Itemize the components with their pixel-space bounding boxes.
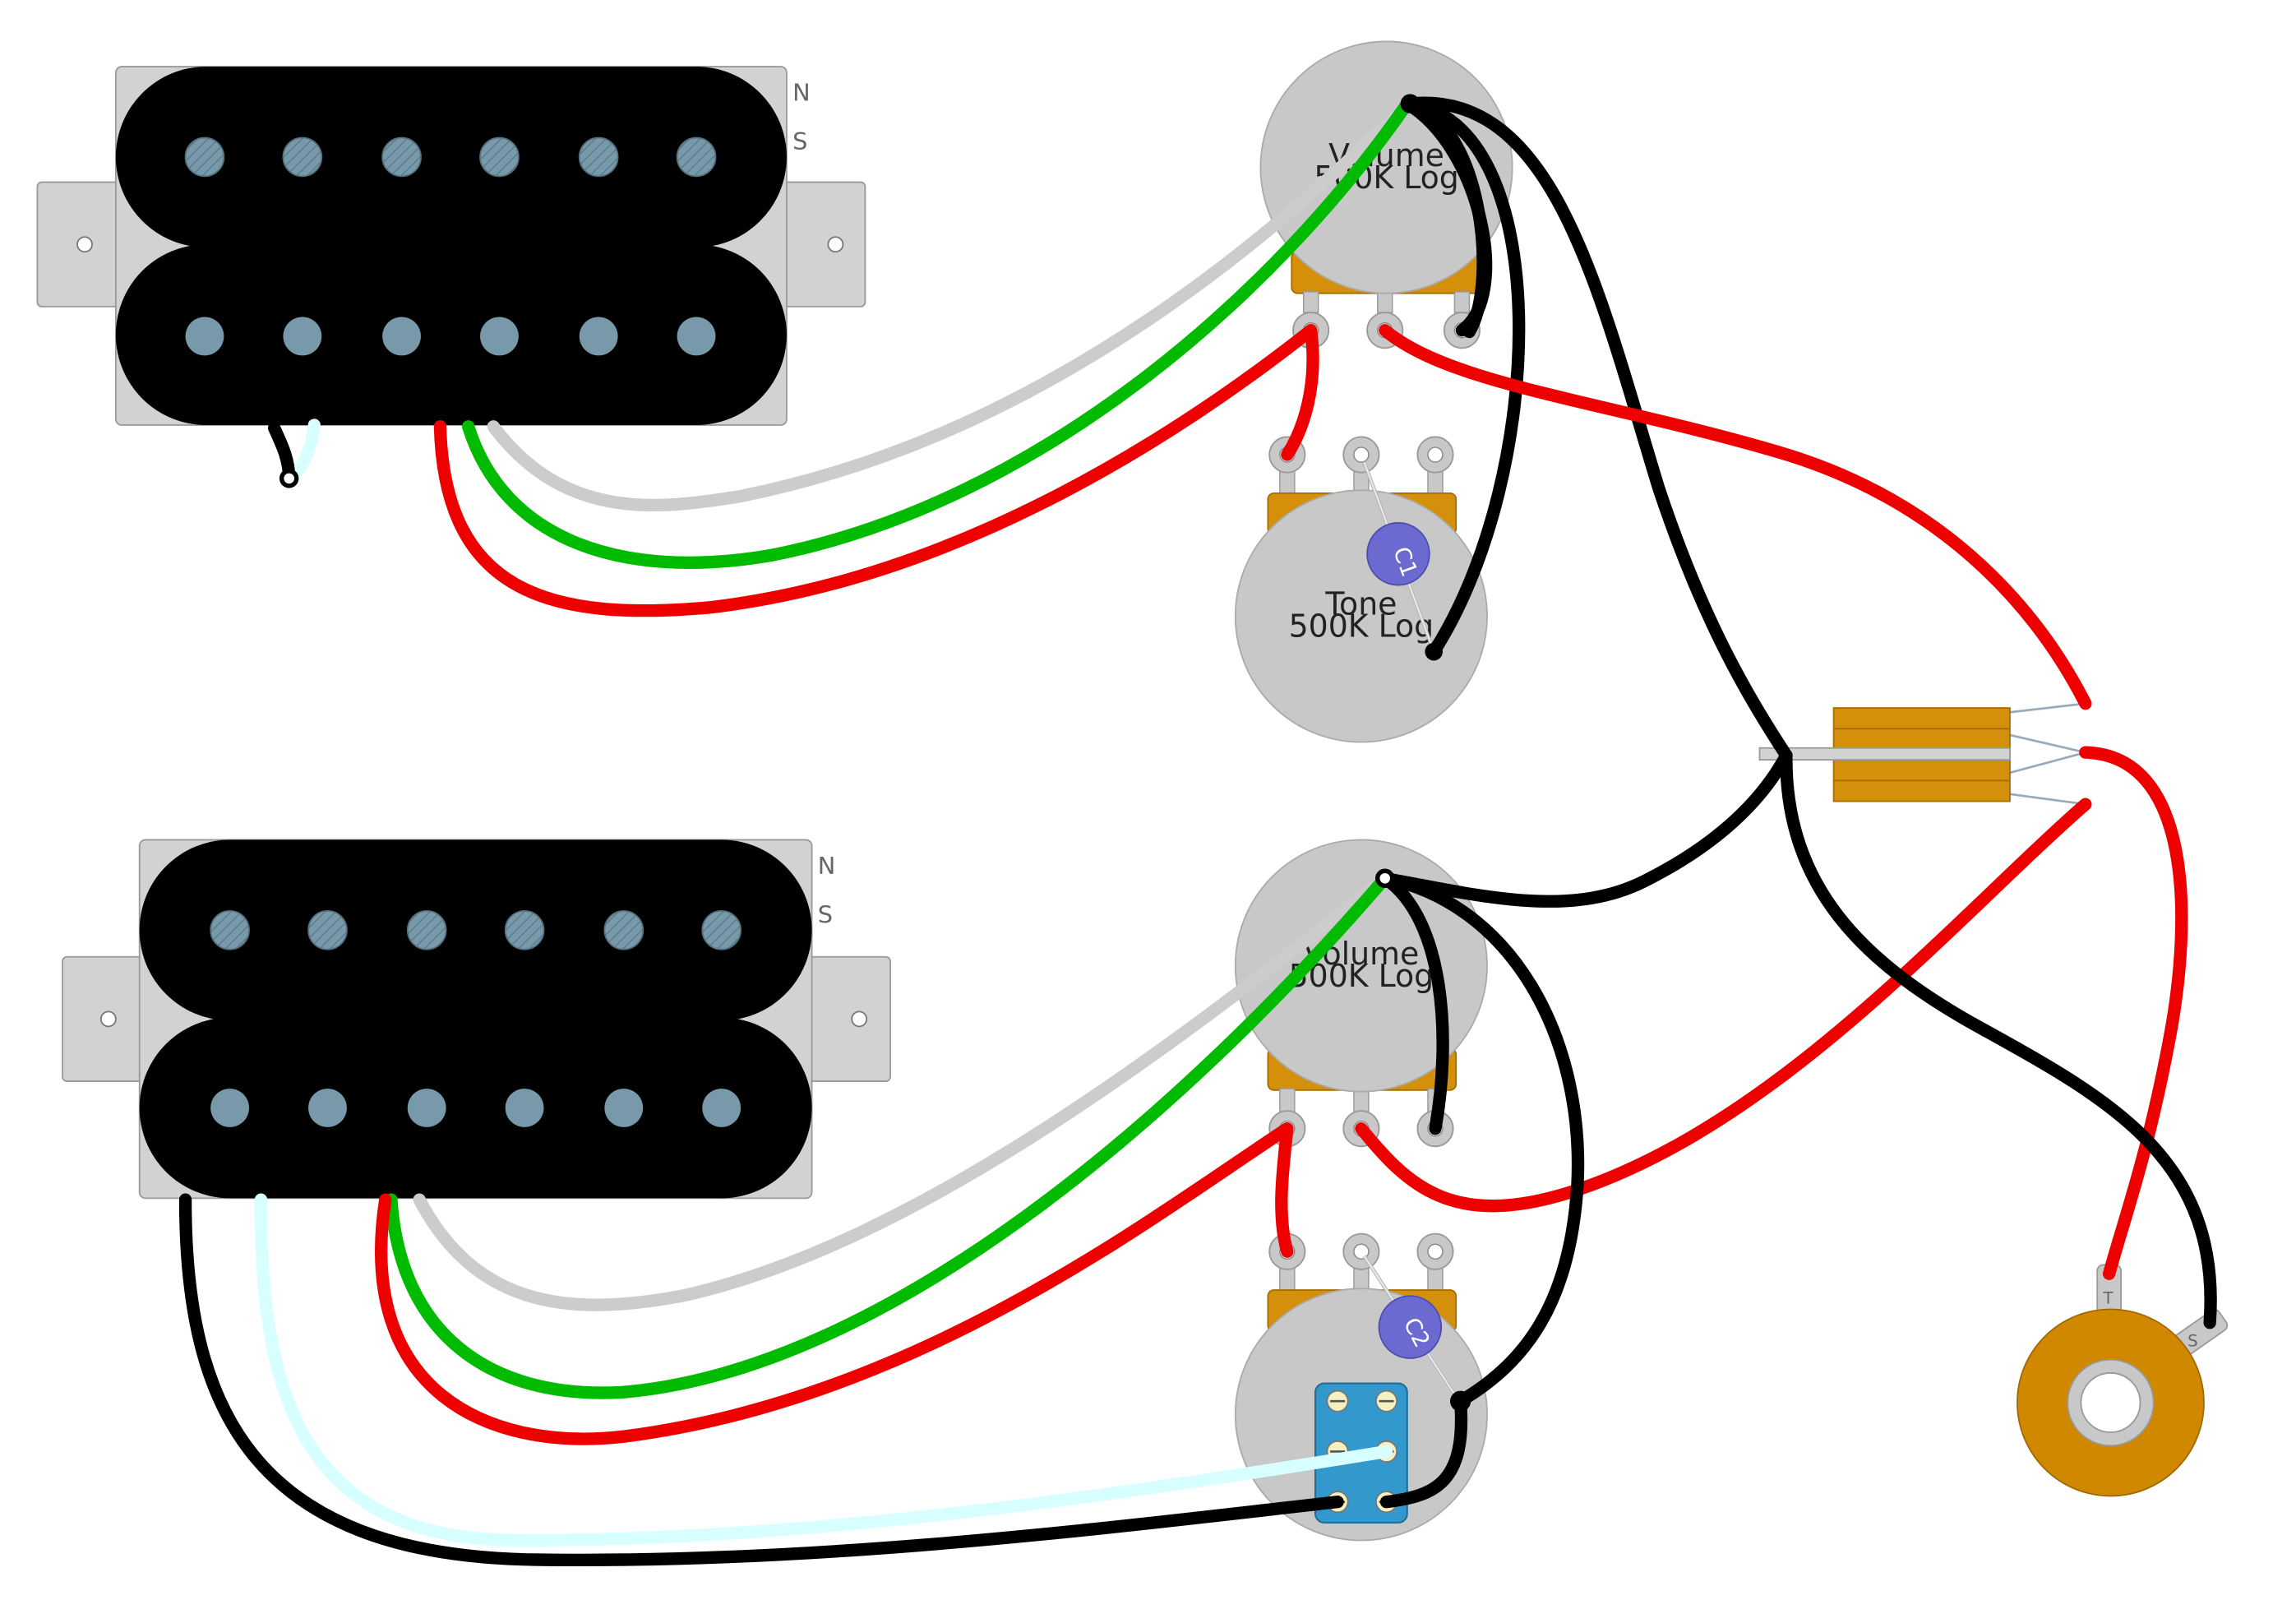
neck-humbucker: N S <box>36 66 866 426</box>
pot-lug-hole <box>1353 1243 1370 1260</box>
bridge-white-wire <box>413 872 1392 1311</box>
capacitor-c2: C2 <box>1362 1255 1461 1403</box>
pole-piece <box>407 1089 446 1127</box>
bridge-pickup-coil-north <box>139 839 812 1021</box>
pot-lug-stem <box>1377 291 1393 313</box>
toggle-common-tab <box>1758 747 2011 761</box>
pole-piece <box>603 909 644 950</box>
bridge-red-wire <box>375 1122 1294 1445</box>
neck-pickup-screw-hole-right <box>827 236 844 253</box>
neck-ground-eyelet <box>279 469 299 488</box>
pole-piece <box>479 136 520 178</box>
capacitor-body <box>1378 1295 1443 1359</box>
bridge-black-wire <box>178 1193 1344 1567</box>
pole-piece <box>283 317 322 356</box>
bridge-pickup-north-label: N <box>818 852 836 880</box>
pot-lug-stem <box>1302 291 1319 313</box>
neck-pickup-screw-hole-left <box>76 236 93 253</box>
toggle-lug-lead <box>2007 702 2086 714</box>
pole-piece <box>701 909 741 950</box>
pot-lug-hole <box>1427 1243 1444 1260</box>
bridge-vol-to-tone-red <box>1275 1122 1294 1258</box>
neck-pickup-coil-south <box>115 244 787 426</box>
wires <box>178 94 2217 1567</box>
bridge-pickup-pole-pieces-screw <box>210 909 741 950</box>
pole-piece <box>282 136 323 178</box>
bridge-pickup-south-label: S <box>818 900 833 928</box>
bridge-vol-ground-wire <box>1379 872 1449 1135</box>
pot-lug-stem <box>1453 291 1471 313</box>
neck-green-wire <box>461 97 1414 569</box>
neck-tone-pot-name: Tone <box>1324 586 1397 622</box>
neck-vol-to-tone-red <box>1281 324 1319 461</box>
neck-pickup-north-label: N <box>792 78 811 106</box>
toggle-to-jack-red <box>2079 746 2188 1280</box>
tone-cap-ground-joint <box>1425 642 1443 661</box>
pole-piece <box>578 136 619 178</box>
pole-piece <box>505 1089 544 1127</box>
bridge-pickup-coil-south <box>139 1017 812 1199</box>
neck-tone-pot: Tone 500K Log <box>1234 436 1488 743</box>
neck-tone-ground-wire <box>1401 97 1526 659</box>
bridge-vol-ground-to-toggle <box>1379 749 1793 908</box>
bridge-signal-to-toggle <box>1355 798 2092 1213</box>
neck-pickup-pole-pieces-slug <box>185 317 716 356</box>
bridge-humbucker: N S <box>62 839 891 1200</box>
pole-piece <box>604 1089 644 1127</box>
pole-piece <box>381 136 422 178</box>
pot-body <box>1234 839 1488 1093</box>
jack-tip-label: T <box>2102 1288 2114 1307</box>
jack-sleeve-label: S <box>2187 1332 2198 1351</box>
pole-piece <box>677 317 716 356</box>
bridge-pickup-pole-pieces-slug <box>210 1089 741 1127</box>
bridge-green-wire <box>385 872 1392 1399</box>
pole-piece <box>504 909 545 950</box>
bridge-pickup-screw-hole-right <box>851 1010 868 1028</box>
bridge-tone-ground-wire <box>1379 872 1585 1408</box>
pole-piece <box>307 909 348 950</box>
pole-piece <box>382 317 421 356</box>
push-pull-ground-joint <box>1449 1390 1471 1412</box>
pole-piece <box>676 136 717 178</box>
capacitor-body <box>1366 522 1430 586</box>
pole-piece <box>702 1089 741 1127</box>
toggle-lug-lead <box>2007 751 2086 775</box>
neck-tone-pot-value: 500K Log <box>1289 608 1434 645</box>
pole-piece <box>184 136 225 178</box>
pole-piece <box>308 1089 347 1127</box>
pole-piece <box>210 1089 250 1127</box>
bridge-pickup-screw-hole-left <box>99 1010 117 1028</box>
neck-pickup-south-label: S <box>792 127 807 155</box>
neck-red-wire <box>433 324 1318 617</box>
neck-pickup-pole-pieces-screw <box>184 136 717 178</box>
neck-pickup-coil-north <box>115 67 787 247</box>
neck-white-wire <box>487 97 1414 512</box>
pot-lug-hole <box>1353 446 1370 463</box>
pole-piece <box>210 909 250 950</box>
output-jack: T S <box>2017 1264 2229 1497</box>
jack-hole <box>2080 1372 2141 1433</box>
bridge-pickup-ear-right <box>801 955 891 1082</box>
pot-lug-stem <box>1279 1088 1296 1113</box>
pole-piece <box>406 909 447 950</box>
capacitor-c1: C1 <box>1362 461 1436 653</box>
three-way-toggle-switch <box>1758 702 2086 806</box>
switch-ground-wire <box>1379 1394 1468 1509</box>
pole-piece <box>480 317 519 356</box>
toggle-ground-to-jack <box>1780 749 2217 1329</box>
bridge-bare-wire <box>254 1193 1393 1547</box>
neck-signal-to-toggle <box>1379 324 2092 710</box>
bridge-vol-solder-eyelet <box>1375 868 1395 888</box>
neck-pickup-ear-right <box>775 181 866 307</box>
pot-lug-hole <box>1427 446 1444 463</box>
pole-piece <box>185 317 224 356</box>
toggle-lug-lead <box>2007 733 2086 754</box>
pole-piece <box>579 317 618 356</box>
ground-bus-wire <box>1403 96 1793 762</box>
toggle-lug-lead <box>2007 793 2086 806</box>
